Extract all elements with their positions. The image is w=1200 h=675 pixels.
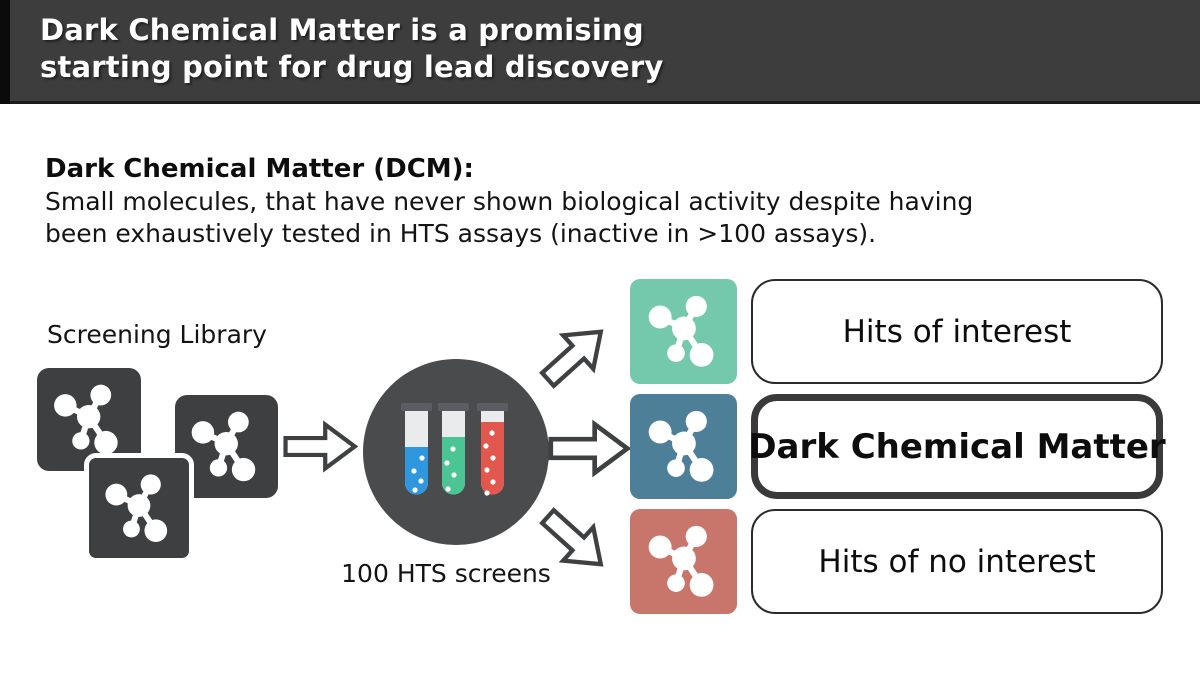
slide-title-line2: starting point for drug lead discovery [40,50,664,84]
dark-chemical-matter-box: Dark Chemical Matter [748,394,1166,499]
definition-heading: Dark Chemical Matter (DCM): [45,154,474,184]
hits-of-no-interest-molecule-icon [630,509,737,614]
title-banner: Dark Chemical Matter is a promising star… [0,0,1200,104]
banner-left-edge [0,0,10,104]
molecule-icon [639,402,729,490]
molecule-icon [639,287,729,375]
slide-title-line1: Dark Chemical Matter is a promising [40,13,644,47]
definition-body-line2: been exhaustively tested in HTS assays (… [45,219,877,248]
slide-title: Dark Chemical Matter is a promising star… [40,12,664,86]
hits-of-no-interest-label: Hits of no interest [818,543,1096,580]
flow-arrow-right-icon [548,419,632,478]
screening-library-label: Screening Library [47,320,267,349]
test-tubes-icon [363,359,549,545]
hits-of-interest-box: Hits of interest [751,279,1163,384]
definition-body-line1: Small molecules, that have never shown b… [45,187,974,216]
hits-of-interest-label: Hits of interest [842,313,1072,350]
dark-chemical-matter-label: Dark Chemical Matter [748,426,1166,467]
molecule-icon [97,466,181,550]
molecule-icon [183,403,270,490]
hts-screens-label: 100 HTS screens [341,559,551,588]
dark-chemical-matter-molecule-icon [630,394,737,499]
library-molecule-icon [84,453,194,563]
dcm-definition: Dark Chemical Matter (DCM): Small molecu… [45,152,973,250]
hts-screen-icon [363,359,549,545]
molecule-icon [45,376,132,463]
molecule-icon [639,517,729,605]
hits-of-interest-molecule-icon [630,279,737,384]
hits-of-no-interest-box: Hits of no interest [751,509,1163,614]
flow-arrow-right-icon [283,418,359,475]
